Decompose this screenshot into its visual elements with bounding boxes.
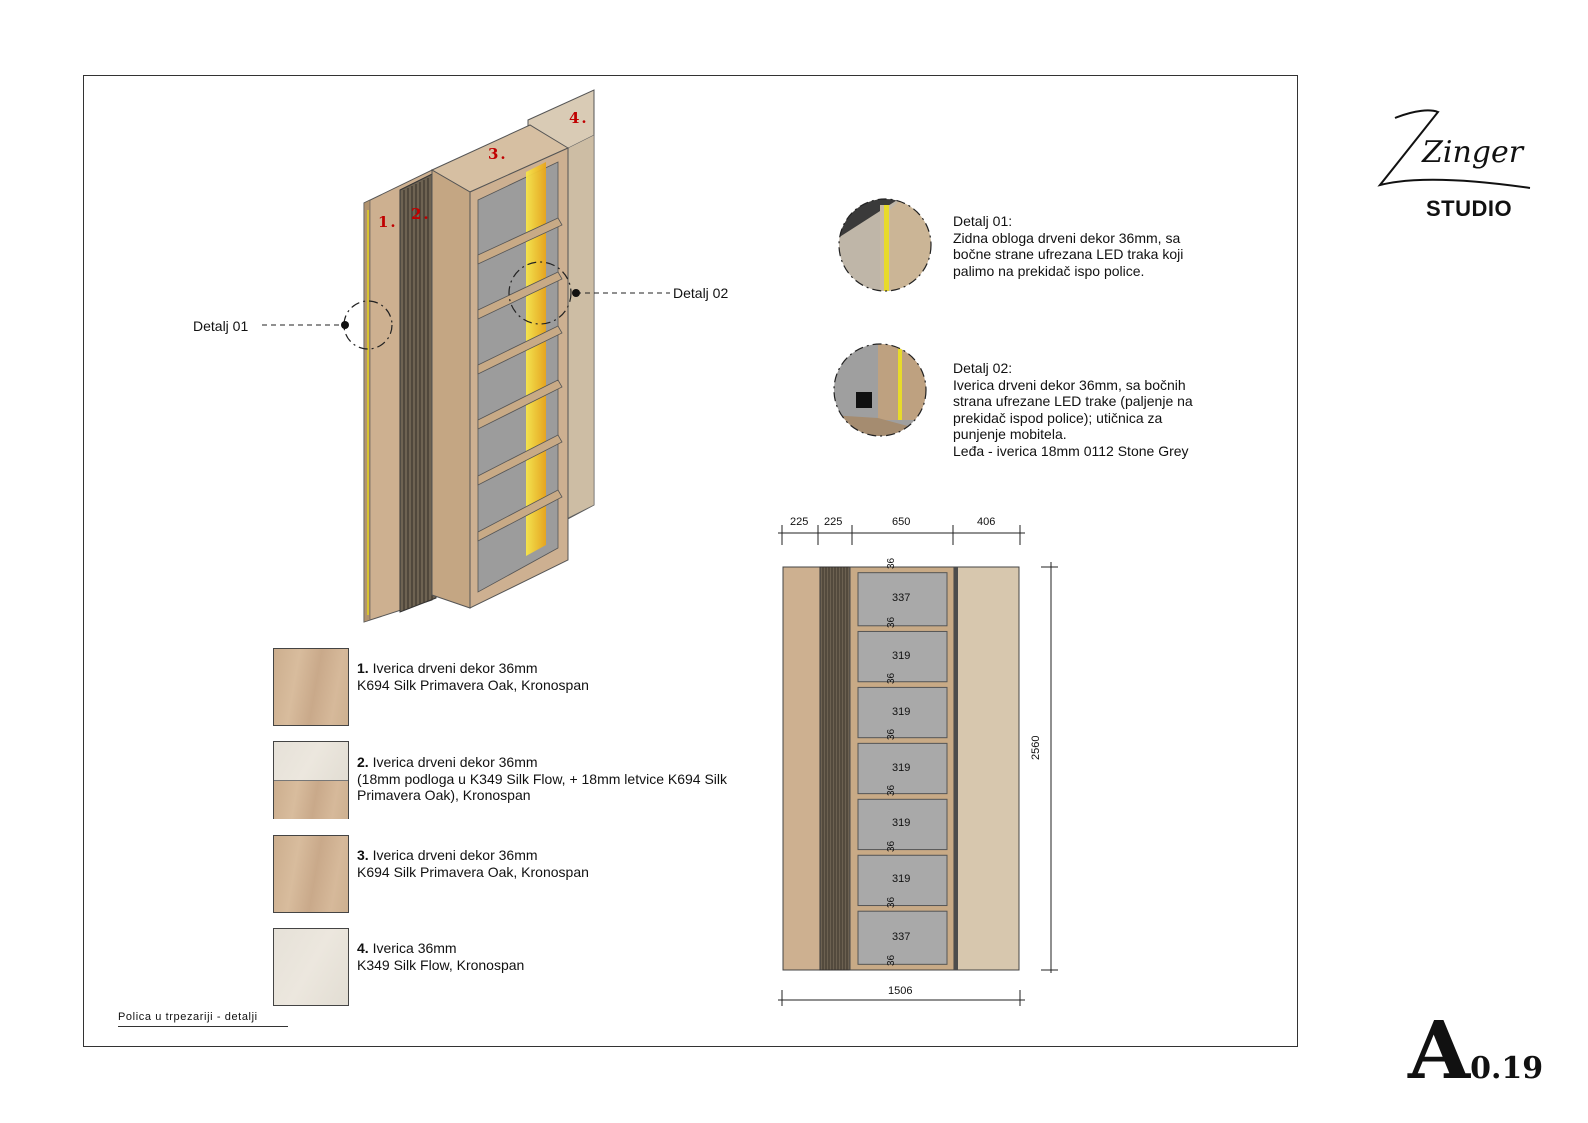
zinger-logo: Zinger <box>1377 109 1531 189</box>
iso-label-1: 1. <box>378 213 398 231</box>
callout-detail-02-label: Detalj 02 <box>673 285 729 301</box>
swatch-3-oak <box>273 835 349 913</box>
shelf-thickness-label: 36 <box>886 728 897 740</box>
detail-02-description: Detalj 02: Iverica drveni dekor 36mm, sa… <box>953 360 1193 459</box>
swatch-1-oak <box>273 648 349 726</box>
dim-total-height: 2560 <box>1030 735 1042 760</box>
detail-01-description: Detalj 01: Zidna obloga drveni dekor 36m… <box>953 213 1184 279</box>
shelf-opening <box>857 572 948 627</box>
shelf-height-label: 319 <box>892 649 911 662</box>
shelf-opening <box>857 798 948 851</box>
shelf-opening <box>857 854 948 907</box>
shelf-opening <box>857 630 948 683</box>
dimension-lines <box>778 525 1058 1006</box>
shelf-thickness-label: 36 <box>886 840 897 852</box>
svg-text:Zinger: Zinger <box>1421 135 1525 170</box>
panel-3 <box>430 124 570 609</box>
material-2-text: 2. Iverica drveni dekor 36mm (18mm podlo… <box>357 754 728 803</box>
callout-detail-02 <box>508 261 670 325</box>
shelf-thickness-label: 36 <box>886 784 897 796</box>
shelf-thickness-label: 36 <box>886 616 897 628</box>
panel-2 <box>399 171 437 613</box>
shelf-height-label: 319 <box>892 761 911 774</box>
shelf-opening <box>857 742 948 795</box>
material-4-text: 4. Iverica 36mm K349 Silk Flow, Kronospa… <box>357 940 525 973</box>
shelf-height-label: 319 <box>892 817 911 830</box>
callout-detail-01-label: Detalj 01 <box>193 318 249 334</box>
material-3-text: 3. Iverica drveni dekor 36mm K694 Silk P… <box>357 847 589 880</box>
drawing-frame <box>83 75 1298 1047</box>
material-1-text: 1. Iverica drveni dekor 36mm K694 Silk P… <box>357 660 589 693</box>
drawing-title: Polica u trpezariji - detalji <box>118 1011 288 1027</box>
shelf-thickness-label: 36 <box>886 896 897 908</box>
shelf-thickness-label: 36 <box>886 557 897 569</box>
iso-label-4: 4. <box>569 109 589 127</box>
callout-detail-01 <box>262 300 393 350</box>
page-number: A0.19 <box>1408 1003 1544 1097</box>
shelf-height-label: 319 <box>892 705 911 718</box>
dim-top-3: 650 <box>892 516 911 528</box>
dim-top-2: 225 <box>824 516 843 528</box>
shelf-thickness-label: 36 <box>886 672 897 684</box>
detail-02-image <box>833 343 927 437</box>
iso-label-2: 2. <box>411 205 431 223</box>
swatch-2-combined <box>273 741 349 819</box>
studio-label: STUDIO <box>1426 196 1513 221</box>
dim-top-1: 225 <box>790 516 809 528</box>
shelf-thickness-label: 36 <box>886 955 897 967</box>
front-elevation <box>782 566 1020 971</box>
shelf-opening <box>857 910 948 965</box>
shelf-height-label: 337 <box>892 592 911 605</box>
detail-01-image <box>838 198 932 292</box>
dim-top-4: 406 <box>977 516 996 528</box>
shelf-height-label: 319 <box>892 873 911 886</box>
shelf-openings <box>857 572 948 965</box>
swatch-4-flow <box>273 928 349 1006</box>
iso-label-3: 3. <box>488 145 508 163</box>
shelf-opening <box>857 686 948 739</box>
shelf-height-label: 337 <box>892 930 911 943</box>
dim-total-width: 1506 <box>888 985 913 997</box>
